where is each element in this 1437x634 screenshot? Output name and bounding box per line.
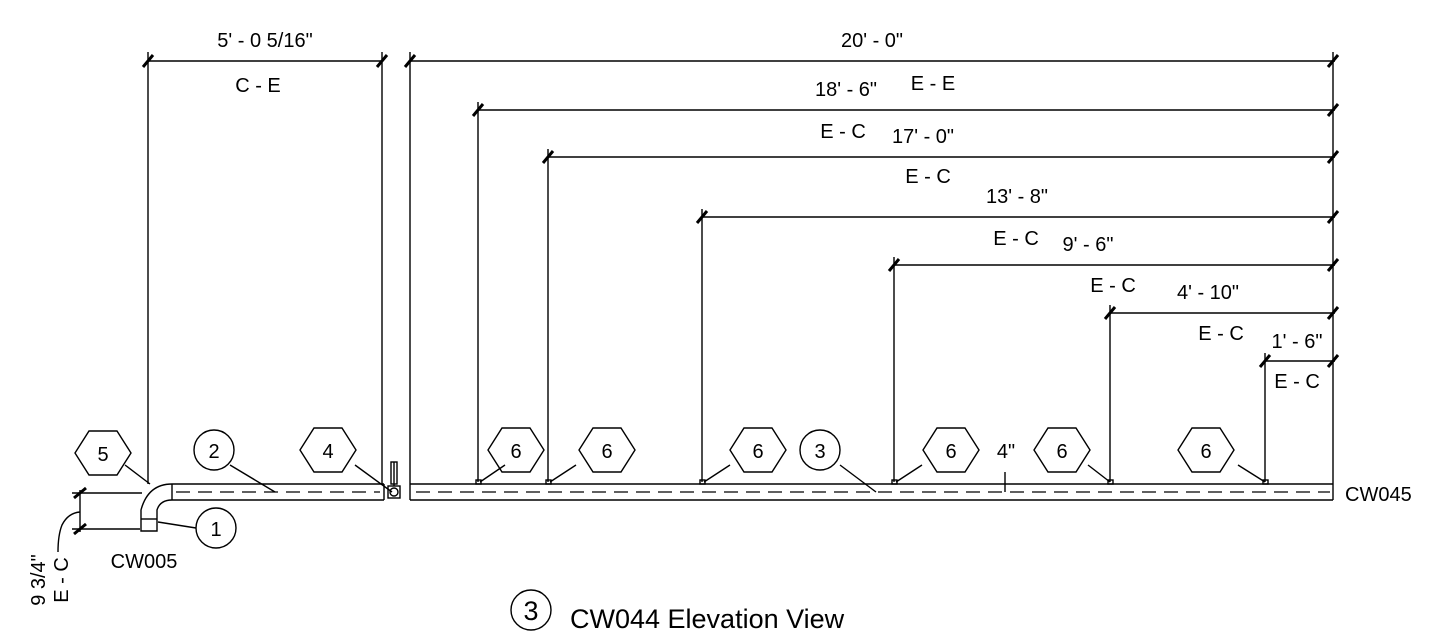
- dim-9-6-value: 9' - 6": [1063, 234, 1114, 256]
- dim-17-0-value: 17' - 0": [892, 126, 954, 148]
- pipe-size-label: 4": [997, 441, 1015, 463]
- tag-6: 6: [922, 427, 980, 473]
- dim-1-6-type: E - C: [1198, 323, 1244, 345]
- tag-6: 6: [578, 427, 636, 473]
- tag-6: 6: [1033, 427, 1091, 473]
- tag-3: 3: [799, 429, 841, 471]
- tag-5: 5: [74, 430, 132, 476]
- dim-18-6-value: 18' - 6": [815, 79, 877, 101]
- dim-17-0-type: E - C: [820, 121, 866, 143]
- svg-text:6: 6: [601, 441, 612, 463]
- svg-text:6: 6: [1200, 441, 1211, 463]
- tag-2: 2: [193, 429, 235, 471]
- svg-text:3: 3: [814, 441, 825, 463]
- dim-13-8-value: 13' - 8": [986, 186, 1048, 208]
- tag-6: 6: [487, 427, 545, 473]
- pipe-runs: [140, 461, 1334, 532]
- dim-20-0-value: 20' - 0": [841, 30, 903, 52]
- dim-4-10-value: 4' - 10": [1177, 282, 1239, 304]
- svg-text:4: 4: [322, 441, 333, 463]
- leader-lines: [124, 464, 1266, 529]
- svg-text:1: 1: [210, 519, 221, 541]
- dim-18-6-type: E - E: [911, 73, 955, 95]
- dim-1-6-value: 1' - 6": [1272, 331, 1323, 353]
- svg-text:6: 6: [752, 441, 763, 463]
- dimension-lines: [57, 52, 1340, 553]
- view-number: 3: [523, 596, 538, 626]
- tag-4: 4: [299, 427, 357, 473]
- dim-9-3-4-value: 9 3/4": [28, 554, 50, 606]
- dim-5-0-value: 5' - 0 5/16": [217, 30, 312, 52]
- dim-9-3-4-type: E - C: [51, 557, 73, 603]
- dim-1-6-type-lower: E - C: [1274, 371, 1320, 393]
- tag-6: 6: [1177, 427, 1235, 473]
- view-title-text: CW044 Elevation View: [570, 604, 845, 634]
- dim-13-8-type: E - C: [905, 166, 951, 188]
- svg-text:6: 6: [945, 441, 956, 463]
- pipe-label-cw045: CW045: [1345, 484, 1412, 506]
- svg-text:5: 5: [97, 444, 108, 466]
- pipe-label-cw005: CW005: [111, 551, 178, 573]
- svg-text:6: 6: [1056, 441, 1067, 463]
- view-title: 3 CW044 Elevation View: [510, 589, 845, 634]
- svg-text:2: 2: [208, 441, 219, 463]
- dim-9-6-type: E - C: [993, 228, 1039, 250]
- tag-1: 1: [195, 507, 237, 549]
- svg-text:6: 6: [510, 441, 521, 463]
- tag-6: 6: [729, 427, 787, 473]
- dim-4-10-type: E - C: [1090, 275, 1136, 297]
- dim-5-0-type: C - E: [235, 75, 281, 97]
